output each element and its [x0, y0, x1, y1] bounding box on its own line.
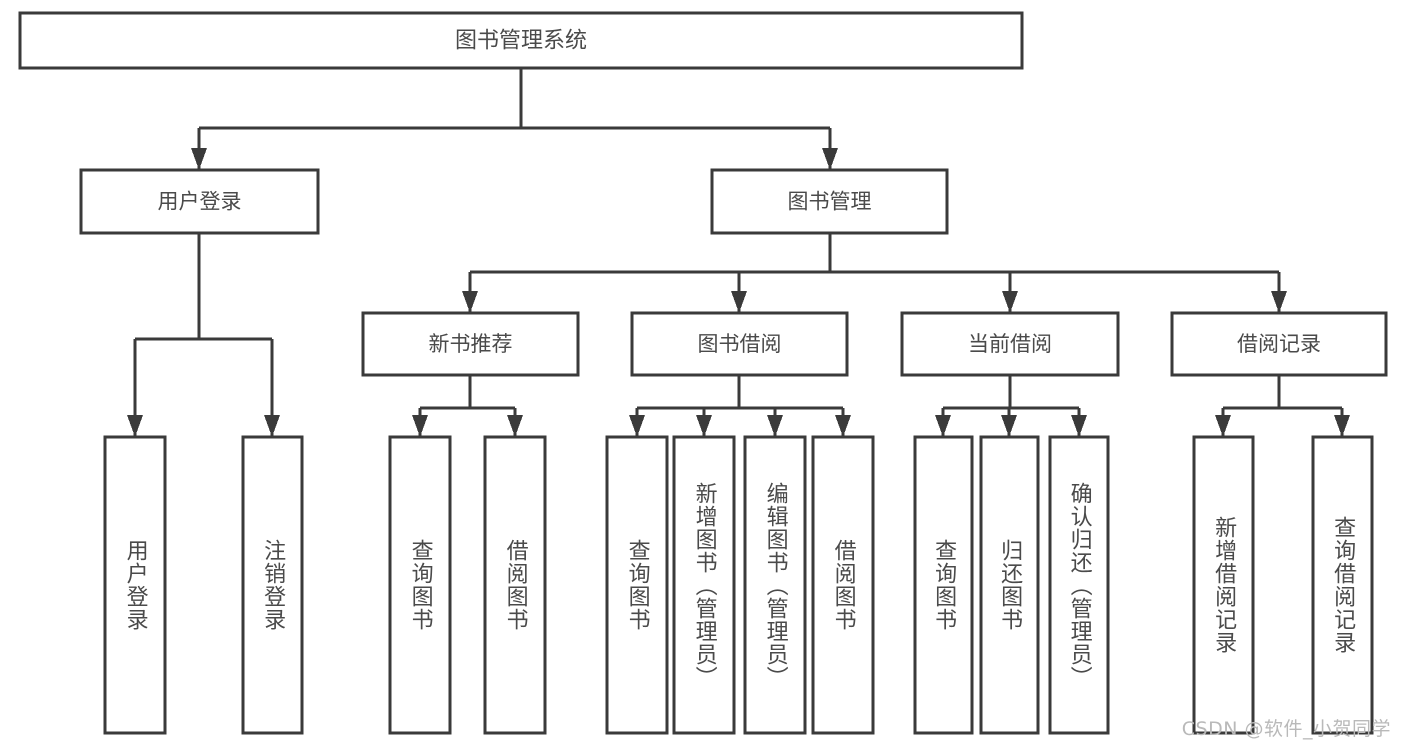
node-leaf-box[interactable] [743, 435, 807, 735]
arrow-head-icon [127, 415, 143, 437]
node-box-layer [18, 11, 1388, 735]
arrow-head-icon [767, 415, 783, 437]
node-level2-box[interactable] [900, 311, 1120, 377]
node-level1-label: 图书管理 [788, 190, 872, 214]
node-level2-box[interactable] [1170, 311, 1388, 377]
arrow-head-icon [1271, 291, 1287, 313]
node-level1-label: 用户登录 [158, 190, 242, 214]
node-leaf-box[interactable] [913, 435, 974, 735]
node-level2-label: 新书推荐 [429, 332, 513, 356]
node-leaf-box[interactable] [1048, 435, 1110, 735]
node-level1-box[interactable] [710, 168, 949, 235]
node-leaf-box[interactable] [979, 435, 1040, 735]
node-leaf-box[interactable] [388, 435, 452, 735]
arrow-head-icon [835, 415, 851, 437]
node-leaf-box[interactable] [672, 435, 736, 735]
arrow-head-icon [462, 291, 478, 313]
arrow-head-icon [1001, 415, 1017, 437]
arrow-head-icon [264, 415, 280, 437]
arrow-head-icon [935, 415, 951, 437]
node-leaf-box[interactable] [103, 435, 167, 735]
arrow-head-icon [1334, 415, 1350, 437]
node-level2-label: 当前借阅 [968, 332, 1052, 356]
arrow-head-icon [731, 291, 747, 313]
arrow-head-icon [822, 148, 838, 170]
arrow-head-icon [507, 415, 523, 437]
node-leaf-box[interactable] [241, 435, 304, 735]
node-leaf-box[interactable] [1192, 435, 1255, 735]
connector-layer [127, 68, 1350, 437]
arrow-head-icon [629, 415, 645, 437]
arrow-head-icon [1002, 291, 1018, 313]
node-level2-label: 借阅记录 [1237, 332, 1321, 356]
arrow-head-icon [191, 148, 207, 170]
node-level2-box[interactable] [630, 311, 849, 377]
arrow-head-icon [1215, 415, 1231, 437]
node-leaf-box[interactable] [811, 435, 875, 735]
node-level2-label: 图书借阅 [698, 332, 782, 356]
watermark-text: CSDN @软件_小贺同学 [1181, 718, 1391, 740]
arrow-head-icon [696, 415, 712, 437]
node-level1-box[interactable] [79, 168, 320, 235]
node-root-label: 图书管理系统 [455, 29, 587, 54]
node-leaf-box[interactable] [605, 435, 669, 735]
arrow-head-icon [412, 415, 428, 437]
node-root-box[interactable] [18, 11, 1024, 70]
node-leaf-box[interactable] [483, 435, 547, 735]
node-level2-box[interactable] [361, 311, 580, 377]
arrow-head-icon [1071, 415, 1087, 437]
node-leaf-box[interactable] [1311, 435, 1374, 735]
